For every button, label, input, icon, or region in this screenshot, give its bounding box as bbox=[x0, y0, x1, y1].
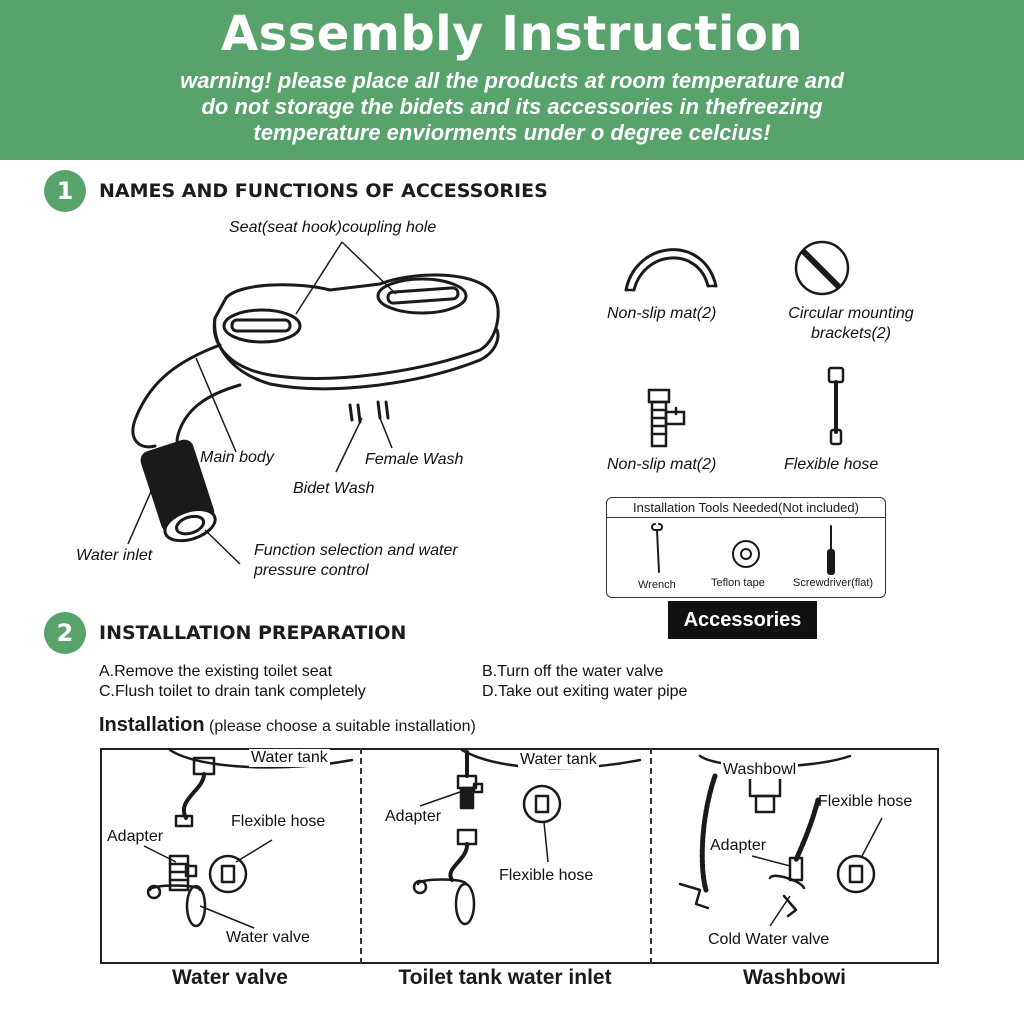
label-flexible-hose: Flexible hose bbox=[784, 456, 879, 473]
label-main-body: Main body bbox=[200, 449, 274, 466]
p1-water-tank-label: Water tank bbox=[249, 749, 330, 767]
panel2-adapter bbox=[456, 750, 484, 810]
p3-flexible-hose-label: Flexible hose bbox=[818, 793, 913, 810]
installation-note: (please choose a suitable installation) bbox=[209, 718, 476, 735]
panel1-hose bbox=[174, 756, 216, 828]
caption-water-valve: Water valve bbox=[172, 966, 288, 989]
tools-needed-box: Installation Tools Needed(Not included) … bbox=[606, 497, 886, 598]
adapter-valve-icon bbox=[647, 388, 686, 448]
p1-flexible-hose-label: Flexible hose bbox=[231, 813, 326, 830]
installation-heading: Installation (please choose a suitable i… bbox=[99, 714, 476, 737]
flexible-hose-icon bbox=[827, 366, 845, 446]
label-seat-hole: Seat(seat hook)coupling hole bbox=[229, 219, 437, 236]
warning-line-2: do not storage the bidets and its access… bbox=[201, 94, 823, 119]
panel2-hose-end-icon bbox=[522, 784, 562, 824]
panel2-hose bbox=[448, 828, 478, 882]
tools-title: Installation Tools Needed(Not included) bbox=[607, 498, 885, 518]
panel3-hoses bbox=[699, 773, 821, 893]
wrench-icon bbox=[651, 523, 663, 573]
section-1-badge: 1 bbox=[44, 170, 86, 212]
non-slip-mat-icon bbox=[624, 248, 718, 292]
panel1-hose-end-icon bbox=[208, 854, 248, 894]
section-2-title: INSTALLATION PREPARATION bbox=[99, 622, 407, 644]
p1-adapter-label: Adapter bbox=[107, 828, 164, 845]
installation-panels bbox=[100, 748, 939, 964]
warning-line-3: temperature enviorments under o degree c… bbox=[253, 120, 771, 145]
caption-washbowl: Washbowi bbox=[742, 966, 847, 989]
p2-adapter-label: Adapter bbox=[385, 808, 442, 825]
accessories-tag: Accessories bbox=[668, 601, 817, 639]
section-2-badge: 2 bbox=[44, 612, 86, 654]
p3-cold-water-valve-label: Cold Water valve bbox=[708, 931, 830, 948]
panel1-adapter-valve bbox=[146, 854, 207, 928]
label-water-inlet: Water inlet bbox=[76, 547, 153, 564]
panel2-valve bbox=[412, 878, 476, 926]
tool-screwdriver-label: Screwdriver(flat) bbox=[793, 577, 874, 589]
step-b: B.Turn off the water valve bbox=[482, 663, 664, 680]
panel-divider-1 bbox=[360, 748, 362, 964]
step-a: A.Remove the existing toilet seat bbox=[99, 663, 333, 680]
label-circular-2: brackets(2) bbox=[810, 325, 892, 342]
seat-hole-left bbox=[222, 308, 302, 344]
p3-washbowl-label: Washbowl bbox=[721, 761, 799, 779]
label-non-slip-mat-1: Non-slip mat(2) bbox=[607, 305, 717, 322]
step-d: D.Take out exiting water pipe bbox=[482, 683, 688, 700]
step-c: C.Flush toilet to drain tank completely bbox=[99, 683, 366, 700]
teflon-tape-icon bbox=[732, 540, 760, 568]
bidet-arm bbox=[131, 343, 222, 449]
label-non-slip-mat-2: Non-slip mat(2) bbox=[607, 456, 717, 473]
label-bidet-wash: Bidet Wash bbox=[293, 480, 375, 497]
panel-divider-2 bbox=[650, 748, 652, 964]
tools-icons bbox=[651, 523, 835, 575]
circular-bracket-icon bbox=[794, 240, 850, 296]
screwdriver-icon bbox=[827, 525, 835, 575]
label-circular-1: Circular mounting bbox=[788, 305, 914, 322]
header-banner: Assembly Instruction warning! please pla… bbox=[0, 0, 1024, 160]
label-female-wash: Female Wash bbox=[365, 451, 464, 468]
p1-water-valve-label: Water valve bbox=[226, 929, 310, 946]
p2-flexible-hose-label: Flexible hose bbox=[499, 867, 594, 884]
panel3-hose-end-icon bbox=[836, 854, 876, 894]
bidet-plate bbox=[212, 273, 500, 380]
label-function-1: Function selection and water bbox=[254, 542, 458, 559]
caption-toilet-tank: Toilet tank water inlet bbox=[398, 966, 612, 989]
section-1-title: NAMES AND FUNCTIONS OF ACCESSORIES bbox=[99, 180, 548, 202]
warning-line-1: warning! please place all the products a… bbox=[180, 68, 844, 93]
tool-teflon-label: Teflon tape bbox=[711, 577, 765, 589]
page-title: Assembly Instruction bbox=[220, 6, 804, 62]
seat-hole-right bbox=[376, 277, 468, 315]
water-inlet-knob bbox=[140, 439, 217, 543]
p3-adapter-label: Adapter bbox=[710, 837, 767, 854]
p2-water-tank-label: Water tank bbox=[518, 751, 599, 769]
tool-wrench-label: Wrench bbox=[638, 579, 676, 591]
panel3-valves bbox=[678, 856, 806, 918]
warning-text: warning! please place all the products a… bbox=[0, 68, 1024, 146]
installation-title: Installation bbox=[99, 714, 205, 736]
label-function-2: pressure control bbox=[254, 562, 369, 579]
